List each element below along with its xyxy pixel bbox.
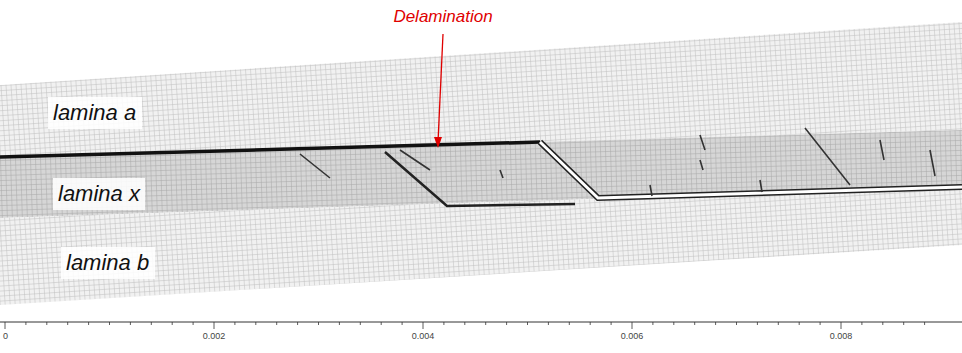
axis-tick xyxy=(715,322,716,325)
axis-tick xyxy=(569,322,570,325)
axis-tick xyxy=(360,322,361,325)
lamina-name: lamina x xyxy=(58,181,140,206)
axis-tick xyxy=(443,322,444,325)
axis-tick xyxy=(46,322,47,325)
axis-tick xyxy=(214,322,215,329)
axis-tick xyxy=(339,322,340,325)
crack-outline xyxy=(540,142,962,198)
axis-tick xyxy=(318,322,319,325)
axis-tick xyxy=(590,322,591,325)
lamina-band: lamina a xyxy=(48,97,142,129)
axis-value: 0.006 xyxy=(621,332,644,342)
axis-value: 0.002 xyxy=(203,332,226,342)
axis-tick xyxy=(820,322,821,325)
axis-value: 0.008 xyxy=(830,332,853,342)
axis-tick xyxy=(381,322,382,325)
axis-tick xyxy=(88,322,89,325)
axis-tick xyxy=(67,322,68,325)
axis-tick xyxy=(506,322,507,325)
damage-marks xyxy=(700,128,935,185)
lamina-name: lamina b xyxy=(66,250,150,275)
axis-tick xyxy=(694,322,695,325)
axis-tick xyxy=(464,322,465,325)
leader-line xyxy=(438,34,443,142)
axis-tick xyxy=(297,322,298,325)
axis-tick xyxy=(193,322,194,325)
axis-tick xyxy=(548,322,549,325)
axis-tick xyxy=(652,322,653,325)
axis-tick xyxy=(903,322,904,325)
lamina-name: lamina a xyxy=(53,100,137,125)
axis-tick xyxy=(402,322,403,325)
axis-tick xyxy=(5,322,6,329)
axis-value: 0 xyxy=(3,332,8,342)
axis-tick xyxy=(130,322,131,325)
axis-tick xyxy=(485,322,486,325)
axis-tick xyxy=(151,322,152,325)
lamina-band: lamina x xyxy=(53,178,145,210)
axis-tick xyxy=(799,322,800,325)
axis-tick xyxy=(861,322,862,325)
axis-line xyxy=(0,322,962,323)
axis-tick xyxy=(255,322,256,325)
axis-tick xyxy=(882,322,883,325)
damage-marks xyxy=(300,150,762,196)
axis-tick xyxy=(172,322,173,325)
delamination-crack xyxy=(0,142,540,157)
callout-label: Delamination xyxy=(393,8,492,27)
axis-tick xyxy=(25,322,26,325)
axis-tick xyxy=(673,322,674,325)
axis-tick xyxy=(778,322,779,325)
axis-value: 0.004 xyxy=(412,332,435,342)
axis-tick xyxy=(736,322,737,325)
axis-tick xyxy=(527,322,528,325)
axis-tick xyxy=(924,322,925,325)
lamina-band: lamina b xyxy=(61,247,155,279)
axis-tick xyxy=(234,322,235,325)
axis-ticks xyxy=(5,322,925,329)
axis-tick xyxy=(632,322,633,329)
axis-tick xyxy=(757,322,758,325)
axis-tick xyxy=(841,322,842,329)
axis-tick xyxy=(109,322,110,325)
axis-tick xyxy=(276,322,277,325)
axis-tick xyxy=(423,322,424,329)
axis-tick xyxy=(611,322,612,325)
leader-arrowhead xyxy=(434,137,442,148)
matrix-crack xyxy=(385,152,575,206)
open-crack xyxy=(540,142,962,198)
